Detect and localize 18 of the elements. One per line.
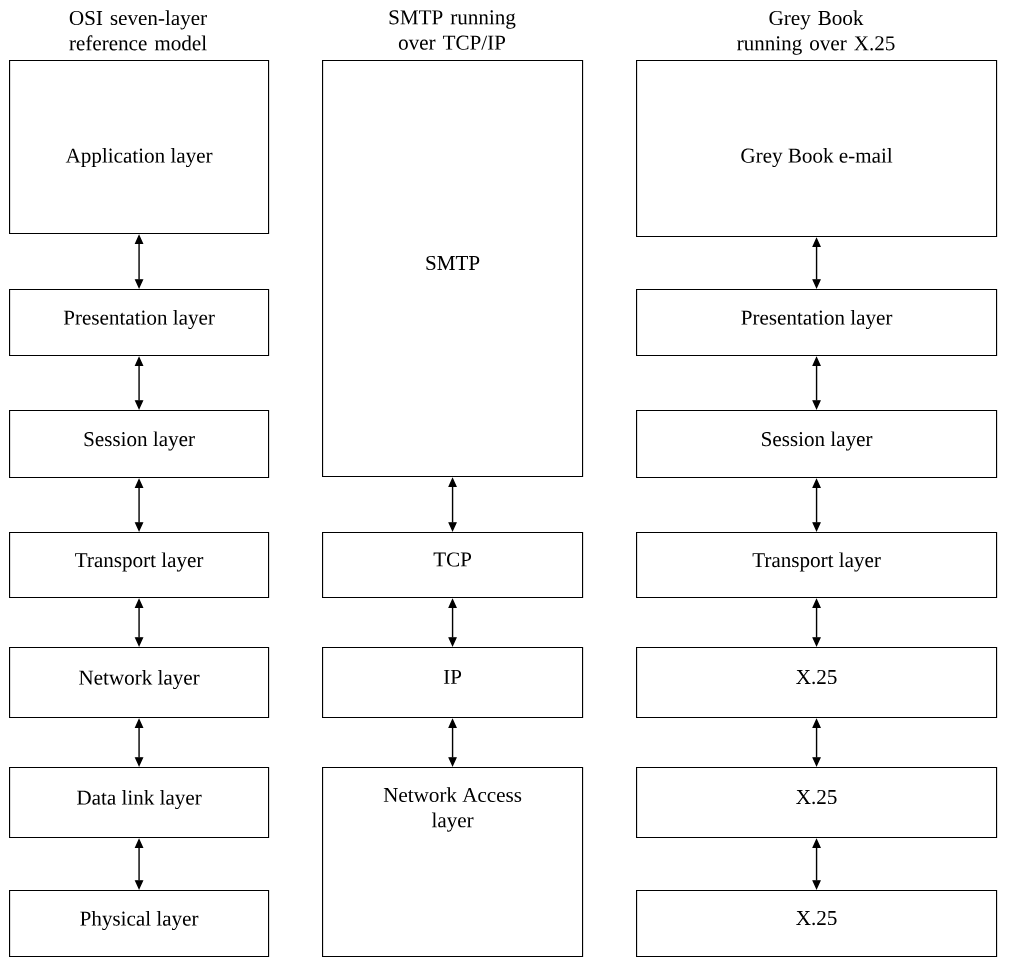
layer-box: Session layer bbox=[9, 410, 270, 479]
layer-box: Presentation layer bbox=[636, 289, 998, 357]
layer-box: TCP bbox=[322, 532, 584, 599]
layer-box: X.25 bbox=[636, 890, 998, 958]
layer-box: Network layer bbox=[9, 647, 270, 719]
layer-box: IP bbox=[322, 647, 584, 719]
layer-box: Presentation layer bbox=[9, 289, 270, 357]
layer-box: Network Access layer bbox=[322, 767, 584, 958]
layer-box: SMTP bbox=[322, 60, 584, 478]
layer-box: Grey Book e-mail bbox=[636, 60, 998, 238]
layer-box: Application layer bbox=[9, 60, 270, 235]
layer-box: Transport layer bbox=[636, 532, 998, 599]
layer-box: X.25 bbox=[636, 767, 998, 839]
layer-box: Transport layer bbox=[9, 532, 270, 599]
layer-box: Session layer bbox=[636, 410, 998, 479]
layer-box: Physical layer bbox=[9, 890, 270, 958]
layer-box: Data link layer bbox=[9, 767, 270, 839]
layer-box: X.25 bbox=[636, 647, 998, 719]
